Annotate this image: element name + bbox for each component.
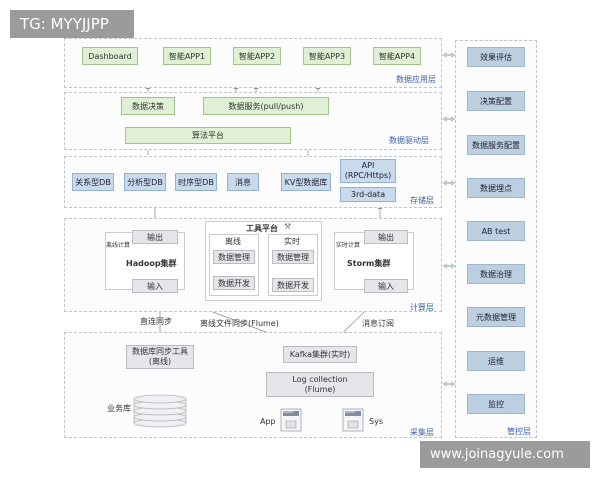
storage-timeseries-db[interactable]: 时序型DB: [175, 173, 217, 191]
watermark-top: TG: MYYJJPP: [10, 10, 134, 38]
app-source-label: App: [260, 417, 276, 426]
business-db-label: 业务库: [107, 404, 131, 413]
hadoop-input-box[interactable]: 输入: [132, 279, 178, 293]
mgmt-metadata-mgmt[interactable]: 元数据管理: [467, 307, 525, 327]
mgmt-decision-config[interactable]: 决策配置: [467, 91, 525, 111]
direct-sync-label: 直连同步: [140, 317, 172, 326]
data-decision-box[interactable]: 数据决策: [121, 97, 175, 115]
offline-file-sync-label: 离线文件同步(Flume): [200, 319, 279, 328]
wrench-icon: ⚒: [284, 222, 292, 231]
mgmt-monitoring[interactable]: 监控: [467, 394, 525, 414]
storage-analytic-db[interactable]: 分析型DB: [124, 173, 166, 191]
tool-offline-data-mgmt[interactable]: 数据管理: [213, 250, 255, 264]
app-dashboard[interactable]: Dashboard: [82, 47, 138, 65]
hadoop-cluster-title: Hadoop集群: [126, 259, 177, 268]
tool-realtime-data-mgmt[interactable]: 数据管理: [272, 250, 314, 264]
kafka-cluster-box[interactable]: Kafka集群(实时): [283, 346, 357, 363]
sys-agent-badge: AGENT: [345, 410, 356, 414]
collect-layer: [64, 332, 442, 438]
driver-layer-label: 数据驱动层: [389, 136, 429, 145]
storm-output-box[interactable]: 输出: [364, 230, 408, 244]
tool-realtime-data-dev[interactable]: 数据开发: [272, 278, 314, 292]
api-rpc-https-box[interactable]: API (RPC/Https): [340, 159, 396, 183]
sys-source-label: Sys: [369, 417, 383, 426]
collect-layer-label: 采集层: [410, 428, 434, 437]
watermark-bottom: www.joinagyule.com: [420, 441, 590, 468]
tool-offline-data-dev[interactable]: 数据开发: [213, 276, 255, 290]
mgmt-data-tracking[interactable]: 数据埋点: [467, 178, 525, 198]
storage-message[interactable]: 消息: [227, 173, 259, 191]
tool-realtime-title: 实时: [284, 237, 300, 246]
database-icon: [133, 394, 187, 428]
mgmt-data-governance[interactable]: 数据治理: [467, 264, 525, 284]
app-smart-app-4[interactable]: 智能APP4: [373, 47, 421, 65]
mgmt-data-service-config[interactable]: 数据服务配置: [467, 135, 525, 155]
app-layer-label: 数据应用层: [396, 75, 436, 84]
app-agent-icon: [280, 408, 302, 432]
tool-platform-title: 工具平台: [246, 224, 278, 233]
management-layer-label: 管控层: [507, 427, 531, 436]
app-agent-badge: AGENT: [283, 410, 294, 414]
mgmt-effect-eval[interactable]: 效果评估: [467, 47, 525, 67]
compute-layer-label: 计算层: [410, 303, 434, 312]
hadoop-offline-tag: 离线计算: [106, 242, 131, 249]
app-smart-app-1[interactable]: 智能APP1: [163, 47, 211, 65]
sys-agent-icon: [342, 408, 364, 432]
mgmt-ab-test[interactable]: AB test: [467, 221, 525, 241]
hadoop-output-box[interactable]: 输出: [132, 230, 178, 244]
storm-input-box[interactable]: 输入: [364, 279, 408, 293]
storm-realtime-tag: 实时计算: [336, 242, 361, 249]
message-subscribe-label: 消息订阅: [362, 319, 394, 328]
storage-layer-label: 存储层: [410, 196, 434, 205]
log-collection-box[interactable]: Log collection (Flume): [266, 372, 374, 397]
storage-relational-db[interactable]: 关系型DB: [72, 173, 114, 191]
db-sync-tool-box[interactable]: 数据库同步工具 (离线): [126, 345, 194, 369]
app-smart-app-3[interactable]: 智能APP3: [303, 47, 351, 65]
storm-cluster-title: Storm集群: [347, 259, 391, 268]
mgmt-ops[interactable]: 运维: [467, 351, 525, 371]
tool-offline-title: 离线: [225, 237, 241, 246]
storage-kv-db[interactable]: KV型数据库: [281, 173, 331, 191]
app-smart-app-2[interactable]: 智能APP2: [233, 47, 281, 65]
third-data-box[interactable]: 3rd-data: [340, 187, 396, 202]
data-service-box[interactable]: 数据服务(pull/push): [203, 97, 329, 115]
algorithm-platform-box[interactable]: 算法平台: [125, 127, 291, 144]
